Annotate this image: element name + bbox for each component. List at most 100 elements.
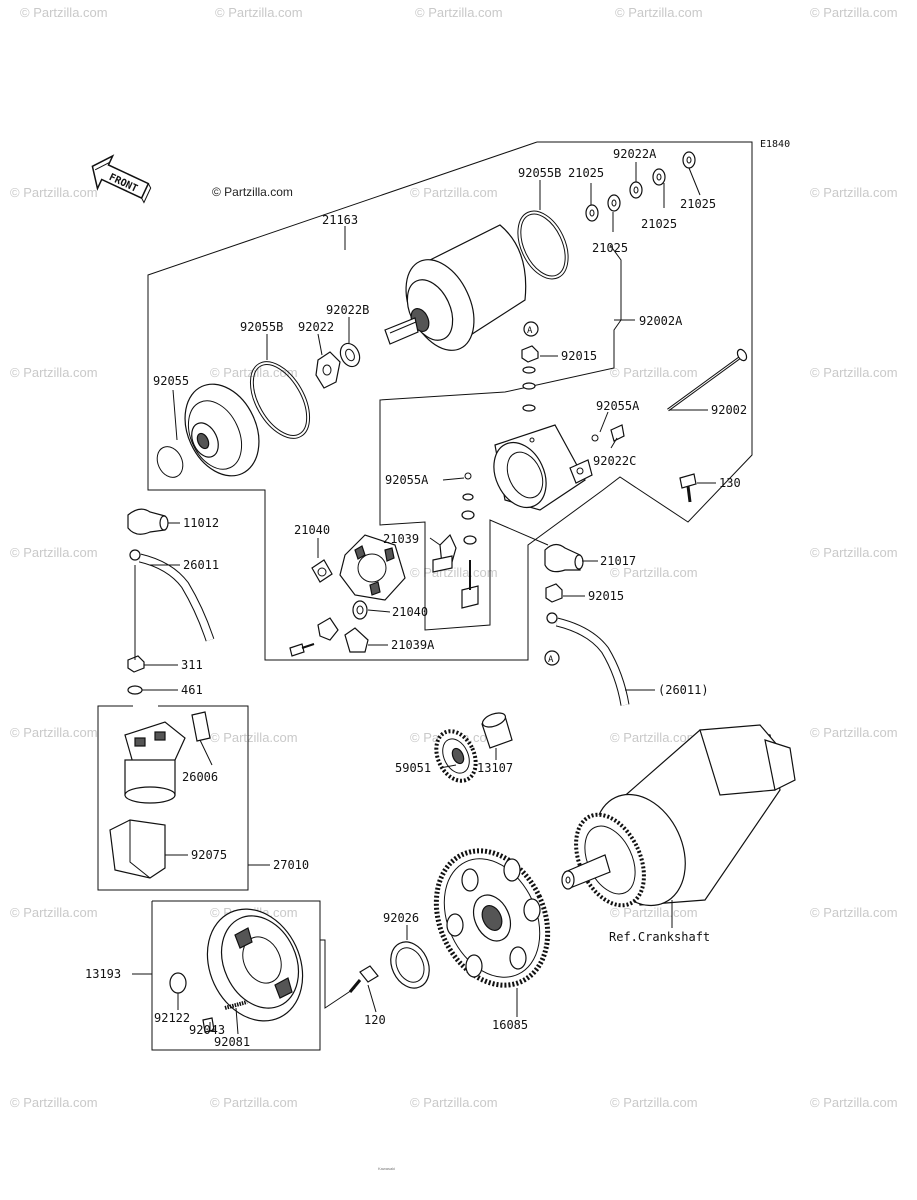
bolt-130 <box>679 473 697 503</box>
watermark: © Partzilla.com <box>810 1095 898 1110</box>
callout-92022: 92022 <box>298 320 334 334</box>
watermark: © Partzilla.com <box>410 1095 498 1110</box>
callout-27010: 27010 <box>273 858 309 872</box>
cap-92043 <box>202 1017 215 1033</box>
callout-311: 311 <box>181 658 203 672</box>
brush-holder-21039 <box>432 533 457 573</box>
callout-59051: 59051 <box>395 761 431 775</box>
callout-21040-bottom: 21040 <box>392 605 428 619</box>
watermark: © Partzilla.com <box>10 365 98 380</box>
o-ring-92055a-left <box>464 472 472 480</box>
callout-11012: 11012 <box>183 516 219 530</box>
callout-21039a: 21039A <box>391 638 435 652</box>
callout-13107: 13107 <box>477 761 513 775</box>
callout-21025-b: 21025 <box>592 241 628 255</box>
washer-stack-21025 <box>585 151 696 222</box>
watermark: © Partzilla.com <box>410 565 498 580</box>
cable-26011-ref <box>546 612 630 706</box>
ref-marker-a-bottom <box>544 650 560 666</box>
callout-92015-bottom: 92015 <box>588 589 624 603</box>
watermark: © Partzilla.com <box>10 545 98 560</box>
starter-relay <box>124 721 186 804</box>
bolt-92002 <box>667 348 748 412</box>
nut-311 <box>127 655 145 673</box>
watermark: © Partzilla.com <box>10 725 98 740</box>
callout-92002: 92002 <box>711 403 747 417</box>
washer-column-92015 <box>521 345 539 412</box>
roller-92122 <box>169 972 187 994</box>
watermark: © Partzilla.com <box>810 5 898 20</box>
watermark: © Partzilla.com <box>410 185 498 200</box>
watermark: © Partzilla.com <box>10 1095 98 1110</box>
cable-26011 <box>129 549 215 642</box>
callout-26011-ref: (26011) <box>658 683 709 697</box>
callout-130: 130 <box>719 476 741 490</box>
callout-21025-a: 21025 <box>568 166 604 180</box>
callout-21017: 21017 <box>600 554 636 568</box>
o-ring-92055b-left <box>249 361 311 439</box>
o-ring-92055a-right <box>591 434 599 442</box>
spring-92081 <box>224 1000 248 1010</box>
callout-92026: 92026 <box>383 911 419 925</box>
callout-92022b: 92022B <box>326 303 369 317</box>
callout-21039: 21039 <box>383 532 419 546</box>
watermark: © Partzilla.com <box>210 365 298 380</box>
watermark: © Partzilla.com <box>20 5 108 20</box>
callout-16085: 16085 <box>492 1018 528 1032</box>
starter-group-outline <box>147 141 753 661</box>
o-ring-92055b-top <box>517 210 569 280</box>
callout-92055b-top: 92055B <box>518 166 561 180</box>
front-arrow-icon: FRONT <box>91 154 152 204</box>
callout-labels: 21163 92055B 21025 92022A 21025 21025 21… <box>85 147 747 1049</box>
callout-92043: 92043 <box>189 1023 225 1037</box>
starter-clutch <box>206 908 304 1022</box>
marker-a-top-label: A <box>527 326 533 336</box>
marker-a-bottom-label: A <box>548 655 554 665</box>
copyright-label: © Partzilla.com <box>212 185 293 199</box>
starter-clutch-gear-16085 <box>433 848 551 988</box>
washer-column-lower <box>461 493 479 609</box>
footer-text-1: Kawasaki <box>378 1166 395 1171</box>
idle-gear-59051 <box>434 729 478 783</box>
relay-group-outline <box>97 705 249 891</box>
shim-92022 <box>315 351 341 389</box>
watermark: © Partzilla.com <box>215 5 303 20</box>
watermark: © Partzilla.com <box>810 725 898 740</box>
spring-21040-bot <box>352 600 368 620</box>
crankshaft <box>561 724 796 908</box>
watermark: © Partzilla.com <box>810 545 898 560</box>
callout-92081: 92081 <box>214 1035 250 1049</box>
callout-92055b-left: 92055B <box>240 320 283 334</box>
callout-92022c: 92022C <box>593 454 636 468</box>
callout-13193: 13193 <box>85 967 121 981</box>
starter-motor-21163 <box>384 224 527 351</box>
callout-21025-c: 21025 <box>641 217 677 231</box>
watermark: © Partzilla.com <box>610 1095 698 1110</box>
spring-21040-top <box>311 559 333 583</box>
brush-plate <box>339 534 406 601</box>
callout-21040-top: 21040 <box>294 523 330 537</box>
fuse-26006 <box>191 711 211 742</box>
callout-92055a-right: 92055A <box>596 399 640 413</box>
bush-92022c <box>610 424 625 442</box>
shaft-13107 <box>481 712 513 749</box>
callout-26011: 26011 <box>183 558 219 572</box>
nut-92015-bottom <box>545 583 563 603</box>
watermark: © Partzilla.com <box>615 5 703 20</box>
watermark: © Partzilla.com <box>610 905 698 920</box>
watermark: © Partzilla.com <box>810 905 898 920</box>
callout-92002a: 92002A <box>639 314 683 328</box>
relay-cover-92075 <box>109 819 166 879</box>
diagram-code: E1840 <box>760 139 790 150</box>
clutch-group-outline <box>151 900 321 1051</box>
callout-21163: 21163 <box>322 213 358 227</box>
watermark: © Partzilla.com <box>210 730 298 745</box>
o-ring-92055b-top-inner <box>520 213 566 277</box>
watermark: © Partzilla.com <box>10 905 98 920</box>
watermark: © Partzilla.com <box>810 185 898 200</box>
callout-92055: 92055 <box>153 374 189 388</box>
ref-crankshaft-label: Ref.Crankshaft <box>609 930 710 944</box>
callout-92022a: 92022A <box>613 147 657 161</box>
